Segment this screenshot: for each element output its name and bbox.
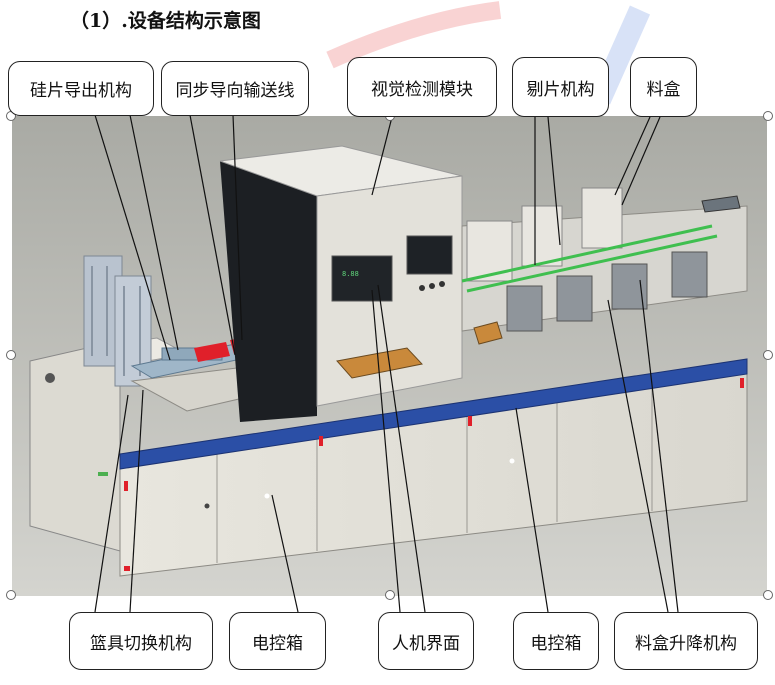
callout-magazine-lift: 料盒升降机构 [614, 612, 758, 670]
resize-handle-top-right[interactable] [763, 111, 773, 121]
callout-reject-mechanism: 剔片机构 [512, 57, 609, 117]
reject-and-magazine-modules [461, 187, 748, 345]
callout-basket-switch: 篮具切换机构 [69, 612, 213, 670]
callout-control-box-left: 电控箱 [229, 612, 326, 670]
page-heading: （1）.设备结构示意图 [70, 10, 261, 32]
resize-handle-bottom-left[interactable] [6, 590, 16, 600]
resize-handle-middle-left[interactable] [6, 350, 16, 360]
callout-vision-module: 视觉检测模块 [347, 57, 497, 117]
resize-handle-bottom-right[interactable] [763, 590, 773, 600]
resize-handle-bottom-middle[interactable] [385, 590, 395, 600]
blue-frame-band [119, 358, 748, 470]
resize-handle-middle-right[interactable] [763, 350, 773, 360]
wafer-basket-towers [83, 255, 152, 387]
svg-text:8.88: 8.88 [342, 270, 359, 278]
red-marker-ticks [124, 378, 744, 571]
callout-control-box-right: 电控箱 [513, 612, 599, 670]
callout-hmi: 人机界面 [378, 612, 474, 670]
callout-magazine: 料盒 [630, 57, 697, 117]
equipment-rendering: 8.88 [12, 116, 767, 596]
callout-wafer-output: 硅片导出机构 [8, 61, 154, 116]
vision-module-enclosure: 8.88 [219, 145, 463, 422]
callout-sync-conveyor: 同步导向输送线 [161, 61, 309, 116]
